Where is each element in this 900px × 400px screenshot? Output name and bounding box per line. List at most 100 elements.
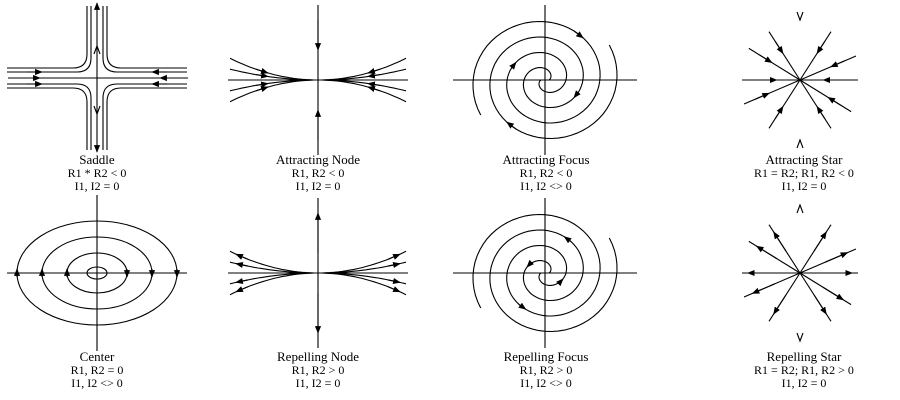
caption-imag-condition: I1, I2 <> 0 (520, 179, 572, 193)
caption-title: Saddle (79, 152, 115, 167)
spiral-trajectory (506, 121, 517, 130)
caption-real-condition: R1, R2 = 0 (70, 362, 124, 377)
caption-title: Center (79, 349, 115, 364)
trajectory (255, 67, 269, 74)
ray (827, 96, 842, 106)
ray (799, 79, 852, 113)
caption-title: Attracting Focus (502, 152, 590, 167)
trajectory (229, 79, 318, 103)
spiral-trajectory (573, 30, 584, 39)
trajectory (387, 286, 401, 293)
trajectory (229, 68, 318, 81)
trajectory (387, 261, 401, 269)
trajectory (7, 83, 92, 150)
spiral-trajectory (563, 236, 572, 244)
trajectory (106, 6, 187, 69)
trajectory (367, 72, 381, 79)
caption-imag-condition: I1, I2 = 0 (74, 179, 120, 193)
spiral-trajectory (526, 259, 534, 268)
spiral-trajectory (509, 61, 517, 70)
trajectory (387, 253, 401, 260)
flow-direction-icon (796, 203, 804, 214)
caption-real-condition: R1 * R2 < 0 (67, 165, 127, 180)
trajectory (318, 79, 407, 103)
saddle-caption: Saddle R1 * R2 < 0 I1, I2 = 0 (0, 153, 197, 194)
ray (758, 54, 773, 64)
trajectory (7, 6, 88, 69)
caption-title: Repelling Focus (503, 349, 589, 364)
ray (768, 31, 801, 81)
spiral-trajectory (472, 20, 601, 124)
attracting-focus-portrait (453, 5, 637, 155)
ray (813, 231, 827, 252)
repelling-focus-caption: Repelling Focus R1, R2 > 0 I1, I2 <> 0 (446, 350, 646, 391)
flow-direction-icon (796, 11, 804, 22)
caption-title: Attracting Node (275, 152, 361, 167)
caption-title: Repelling Star (766, 349, 842, 364)
caption-imag-condition: I1, I2 = 0 (781, 376, 827, 390)
trajectory (318, 57, 407, 81)
trajectory (229, 272, 318, 296)
caption-imag-condition: I1, I2 = 0 (295, 179, 341, 193)
trajectory (235, 277, 249, 285)
trajectory (367, 86, 381, 93)
caption-real-condition: R1, R2 > 0 (519, 362, 573, 377)
caption-real-condition: R1, R2 > 0 (291, 362, 345, 377)
ray (768, 79, 801, 129)
trajectory (318, 250, 407, 274)
caption-title: Attracting Star (765, 152, 843, 167)
attracting-star-caption: Attracting Star R1 = R2; R1, R2 < 0 I1, … (704, 153, 900, 194)
center-caption: Center R1, R2 = 0 I1, I2 <> 0 (0, 350, 197, 391)
caption-real-condition: R1, R2 < 0 (519, 165, 573, 180)
spiral-trajectory (489, 229, 618, 333)
closed-orbit (86, 266, 108, 280)
spiral-trajectory (573, 90, 581, 99)
trajectory (235, 261, 249, 269)
repelling-star-portrait (742, 203, 858, 343)
ray (799, 55, 857, 81)
caption-title: Repelling Node (277, 349, 359, 364)
repelling-star-caption: Repelling Star R1 = R2; R1, R2 > 0 I1, I… (704, 350, 900, 391)
spiral-trajectory (518, 302, 527, 310)
ray (799, 79, 832, 129)
trajectory (7, 6, 92, 73)
trajectory (106, 87, 187, 150)
caption-imag-condition: I1, I2 = 0 (781, 179, 827, 193)
ray (773, 294, 787, 315)
trajectory (255, 81, 269, 88)
ray (824, 252, 849, 263)
attracting-node-portrait (228, 5, 408, 155)
ray (799, 31, 832, 81)
attracting-focus-caption: Attracting Focus R1, R2 < 0 I1, I2 <> 0 (446, 153, 646, 194)
flow-direction-icon (93, 105, 101, 116)
caption-imag-condition: I1, I2 <> 0 (520, 376, 572, 390)
trajectory (235, 253, 249, 260)
trajectory (367, 67, 381, 74)
ray (774, 105, 784, 119)
trajectory (255, 72, 269, 79)
ray (822, 286, 845, 301)
ray (830, 60, 845, 68)
repelling-node-portrait (228, 198, 408, 348)
spiral-trajectory (489, 36, 618, 140)
caption-imag-condition: I1, I2 <> 0 (71, 376, 123, 390)
repelling-node-caption: Repelling Node R1, R2 > 0 I1, I2 = 0 (218, 350, 418, 391)
trajectory (102, 6, 187, 73)
ray (743, 79, 801, 105)
trajectory (255, 86, 269, 93)
repelling-focus-portrait (453, 198, 637, 348)
ray (755, 92, 770, 100)
ray (774, 41, 784, 55)
caption-imag-condition: I1, I2 = 0 (295, 376, 341, 390)
ray (748, 47, 801, 81)
attracting-star-portrait (742, 11, 858, 149)
flow-direction-icon (796, 138, 804, 149)
ray (751, 283, 776, 294)
ray (813, 294, 827, 315)
trajectory (318, 68, 407, 81)
center-portrait (7, 195, 187, 351)
ray (816, 41, 826, 55)
trajectory (235, 286, 249, 293)
flow-direction-icon (796, 332, 804, 343)
